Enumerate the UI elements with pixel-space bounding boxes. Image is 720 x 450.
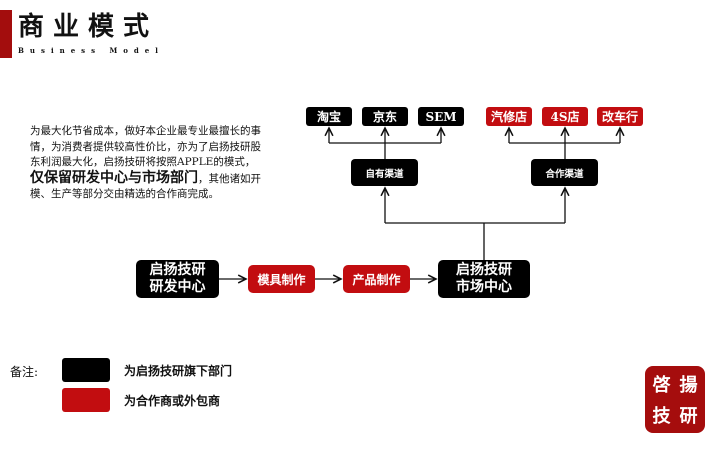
legend-text-internal: 为启扬技研旗下部门 (124, 364, 233, 378)
rd-center-line1: 启扬技研 (149, 262, 206, 278)
mold-making-node: 模具制作 (248, 265, 315, 293)
description-text-end: ，其他诸如开模、生产等部分交由精选的合作商完成。 (30, 172, 261, 201)
outlet-jd: 京东 (362, 107, 408, 126)
outlet-sem: SEM (418, 107, 464, 126)
own-channel-node: 自有渠道 (351, 159, 418, 186)
outlet-taobao: 淘宝 (306, 107, 352, 126)
outlet-tuning-shop: 改车行 (597, 107, 643, 126)
title-accent-bar (0, 10, 12, 58)
logo-char: 研 (679, 405, 698, 427)
logo-char: 技 (652, 405, 671, 427)
description-text: 为最大化节省成本，做好本企业最专业最擅长的事情，为消费者提供较高性价比，亦为了启… (30, 125, 261, 168)
logo-char: 啓 (652, 375, 671, 397)
market-center-line1: 启扬技研 (456, 262, 512, 278)
page-title: 商业模式 (18, 12, 159, 42)
market-center-line2: 市场中心 (456, 279, 512, 295)
product-making-node: 产品制作 (343, 265, 410, 293)
legend-swatch-red (62, 388, 110, 412)
outlet-repair-shop: 汽修店 (486, 107, 532, 126)
logo-char: 揚 (679, 375, 698, 397)
rd-center-node: 启扬技研 研发中心 (136, 260, 219, 298)
partner-channel-node: 合作渠道 (531, 159, 598, 186)
outlet-4s-store: 4S店 (542, 107, 588, 126)
legend-swatch-black (62, 358, 110, 382)
description-paragraph: 为最大化节省成本，做好本企业最专业最擅长的事情，为消费者提供较高性价比，亦为了启… (30, 124, 262, 203)
rd-center-line2: 研发中心 (149, 279, 206, 295)
company-logo: 啓 揚 技 研 (645, 366, 705, 433)
market-center-node: 启扬技研 市场中心 (438, 260, 530, 298)
page-subtitle: Business Model (18, 46, 164, 55)
legend-label: 备注: (10, 365, 39, 379)
legend-text-partner: 为合作商或外包商 (124, 394, 221, 408)
description-highlight: 仅保留研发中心与市场部门 (30, 169, 198, 186)
